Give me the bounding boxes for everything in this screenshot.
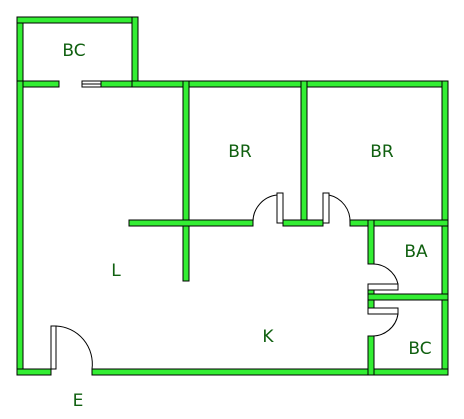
label-bedroom-right: BR bbox=[370, 142, 394, 162]
wall-balcony-left bbox=[16, 16, 24, 88]
bedroom-left-door-leaf bbox=[276, 192, 284, 224]
wall-top bbox=[131, 80, 449, 88]
entrance-door[interactable] bbox=[50, 325, 93, 370]
wall-left bbox=[16, 80, 24, 376]
label-bedroom-left: BR bbox=[228, 142, 252, 162]
balcony-bottom-door-leaf bbox=[367, 307, 399, 315]
bedroom-right-door-swing bbox=[328, 194, 351, 224]
wall-bathroom-bottom bbox=[367, 293, 449, 301]
wall-bottom-right bbox=[91, 368, 449, 376]
wall-bedroom-divider bbox=[300, 80, 308, 227]
doors bbox=[50, 192, 399, 370]
wall-bathroom-left-upper bbox=[367, 219, 375, 265]
wall-bedroom-bottom-mid bbox=[282, 219, 324, 227]
bedroom-right-door[interactable] bbox=[322, 192, 351, 224]
wall-bedroom-bottom-right bbox=[349, 219, 449, 227]
label-entrance: E bbox=[73, 391, 84, 411]
bathroom-door-leaf bbox=[367, 283, 399, 291]
label-bathroom: BA bbox=[404, 242, 428, 262]
bedroom-left-door[interactable] bbox=[252, 192, 284, 224]
bedroom-right-door-leaf bbox=[322, 192, 330, 224]
bathroom-door[interactable] bbox=[367, 263, 399, 291]
label-balcony-bottom: BC bbox=[408, 339, 431, 359]
wall-bedroom-left-side bbox=[182, 80, 190, 282]
window-balcony bbox=[81, 80, 102, 88]
balcony-bottom-door[interactable] bbox=[367, 307, 399, 337]
bathroom-door-swing bbox=[370, 263, 399, 285]
label-kitchen: K bbox=[262, 327, 274, 347]
wall-bottom-left bbox=[16, 368, 52, 376]
bedroom-left-door-swing bbox=[252, 194, 278, 224]
label-balcony-top: BC bbox=[62, 41, 85, 61]
entrance-door-swing bbox=[55, 325, 93, 370]
wall-bedroom-bottom-left bbox=[128, 219, 254, 227]
room-labels: BC BR BR BA L K BC E bbox=[62, 41, 431, 411]
walls bbox=[16, 16, 449, 376]
label-living: L bbox=[111, 261, 121, 281]
wall-right bbox=[441, 80, 449, 376]
wall-balcony-right bbox=[131, 16, 139, 88]
balcony-bottom-door-swing bbox=[370, 313, 399, 337]
wall-bathroom-left-lower bbox=[367, 335, 375, 376]
wall-balcony-top bbox=[16, 16, 139, 24]
entrance-door-leaf bbox=[50, 325, 57, 370]
